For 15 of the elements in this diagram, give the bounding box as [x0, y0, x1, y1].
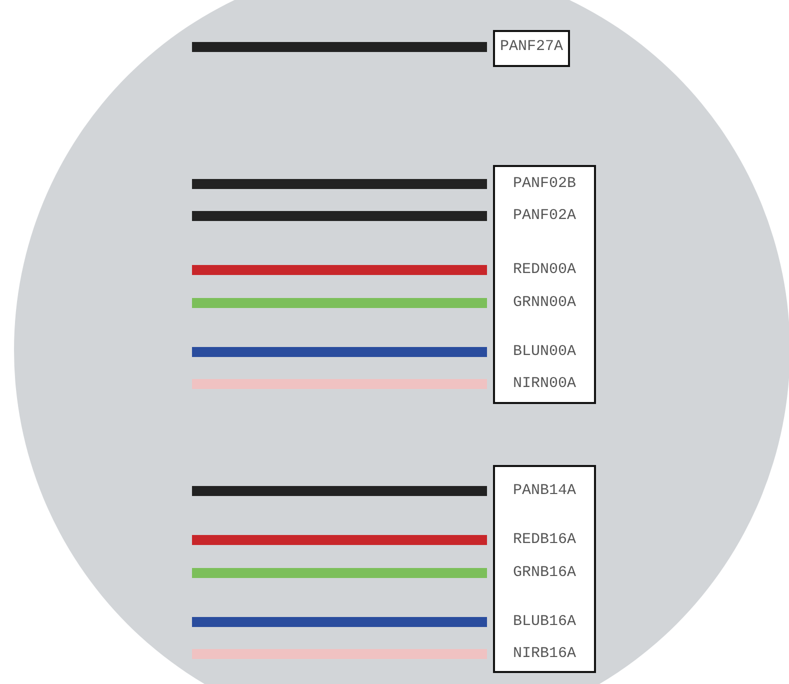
band-label: GRNB16A: [512, 564, 577, 582]
band-label: REDB16A: [512, 531, 577, 549]
band-label: BLUB16A: [512, 613, 577, 631]
band-label: GRNN00A: [512, 294, 577, 312]
label-box: [493, 465, 596, 673]
band-label: BLUN00A: [512, 343, 577, 361]
band-label: PANF27A: [498, 38, 564, 56]
band-label: PANB14A: [512, 482, 577, 500]
band-label: NIRB16A: [512, 645, 577, 663]
band-label: NIRN00A: [512, 375, 577, 393]
label-box: [493, 30, 570, 67]
band-label: PANF02A: [512, 207, 577, 225]
band-label: PANF02B: [512, 175, 577, 193]
band-label: REDN00A: [512, 261, 577, 279]
label-box: [493, 165, 596, 404]
